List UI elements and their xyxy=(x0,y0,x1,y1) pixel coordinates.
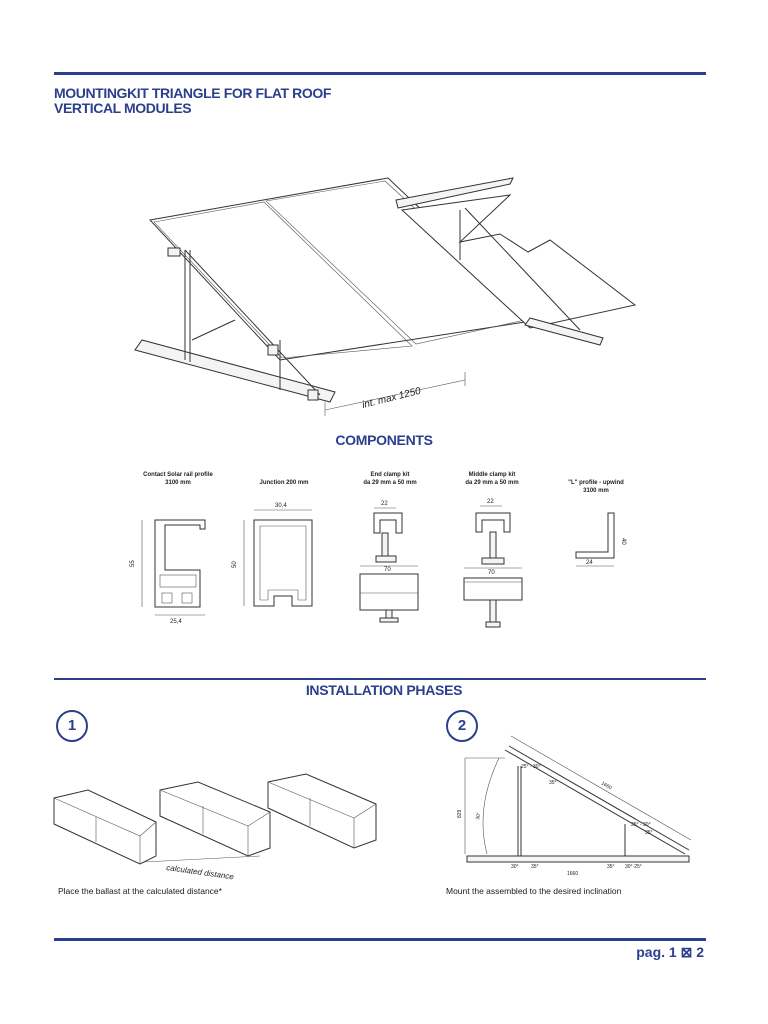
component-label-end-clamp: End clamp kit da 29 mm a 50 mm xyxy=(363,472,417,486)
assembly-dim-0: 25° - 30° xyxy=(521,764,541,770)
components-heading: COMPONENTS xyxy=(335,432,433,448)
page-number: pag. 1 ⊠ 2 xyxy=(636,944,704,960)
middle-clamp-dim-top: 22 xyxy=(487,499,494,505)
step-1-caption: Place the ballast at the calculated dist… xyxy=(58,886,222,896)
step-2-number: 2 xyxy=(446,710,478,742)
assembly-dim-2: 1660 xyxy=(600,781,613,792)
assembly-dim-11: 30° xyxy=(475,812,482,820)
junction-dim-height: 50 xyxy=(232,561,238,568)
rail-dim-width: 25,4 xyxy=(170,619,182,625)
mounting-kit-drawing: int. max 1250 xyxy=(134,177,637,416)
assembly-dim-10: 829 xyxy=(457,809,463,818)
component-label-rail: Contact Solar rail profile 3100 mm xyxy=(143,472,213,486)
title-line-2: VERTICAL MODULES xyxy=(54,100,192,116)
component-label-junction: Junction 200 mm xyxy=(259,480,309,486)
middle-rule xyxy=(54,678,706,680)
top-rule xyxy=(54,72,706,75)
l-profile-dim-height: 40 xyxy=(620,538,626,545)
l-profile-drawing: 40 24 xyxy=(575,512,626,567)
installation-heading: INSTALLATION PHASES xyxy=(305,682,463,698)
triangle-assembly-drawing: 25° - 30° 35° 1660 25° - 30° 35° 30° 35°… xyxy=(457,735,692,877)
page-title: MOUNTINGKIT TRIANGLE FOR FLAT ROOF VERTI… xyxy=(54,86,454,116)
rail-profile-drawing: 55 25,4 xyxy=(130,519,206,625)
assembly-dim-9: 30°·25° xyxy=(625,864,642,870)
middle-clamp-drawing: 22 70 xyxy=(463,499,523,628)
end-clamp-dim-top: 22 xyxy=(381,501,388,507)
bottom-rule xyxy=(54,938,706,941)
title-line-1: MOUNTINGKIT TRIANGLE FOR FLAT ROOF xyxy=(54,85,331,101)
assembly-dim-1: 35° xyxy=(549,780,557,786)
ballast-drawing: calculated distance xyxy=(53,773,377,882)
assembly-dim-8: 35° xyxy=(607,864,615,870)
assembly-dim-5: 30° xyxy=(511,864,519,870)
l-profile-dim-width: 24 xyxy=(586,560,593,566)
junction-drawing: 30,4 50 xyxy=(232,503,313,607)
rail-dim-height: 55 xyxy=(130,560,136,567)
step-2-caption: Mount the assembled to the desired incli… xyxy=(446,886,622,896)
assembly-dim-7: 1660 xyxy=(567,871,578,877)
component-label-middle-clamp: Middle clamp kit da 29 mm a 50 mm xyxy=(465,472,519,486)
assembly-dim-3: 25° - 30° xyxy=(631,822,651,828)
assembly-dim-6: 35° xyxy=(531,864,539,870)
ballast-dimension-label: calculated distance xyxy=(166,863,235,881)
step-1-number: 1 xyxy=(56,710,88,742)
middle-clamp-dim-width: 70 xyxy=(488,570,495,576)
end-clamp-drawing: 22 70 xyxy=(359,501,419,623)
end-clamp-dim-width: 70 xyxy=(384,567,391,573)
main-dimension-label: int. max 1250 xyxy=(361,386,422,411)
junction-dim-width: 30,4 xyxy=(275,503,287,509)
component-label-l-profile: "L" profile - upwind 3100 mm xyxy=(568,480,624,494)
assembly-dim-4: 35° xyxy=(645,830,653,836)
